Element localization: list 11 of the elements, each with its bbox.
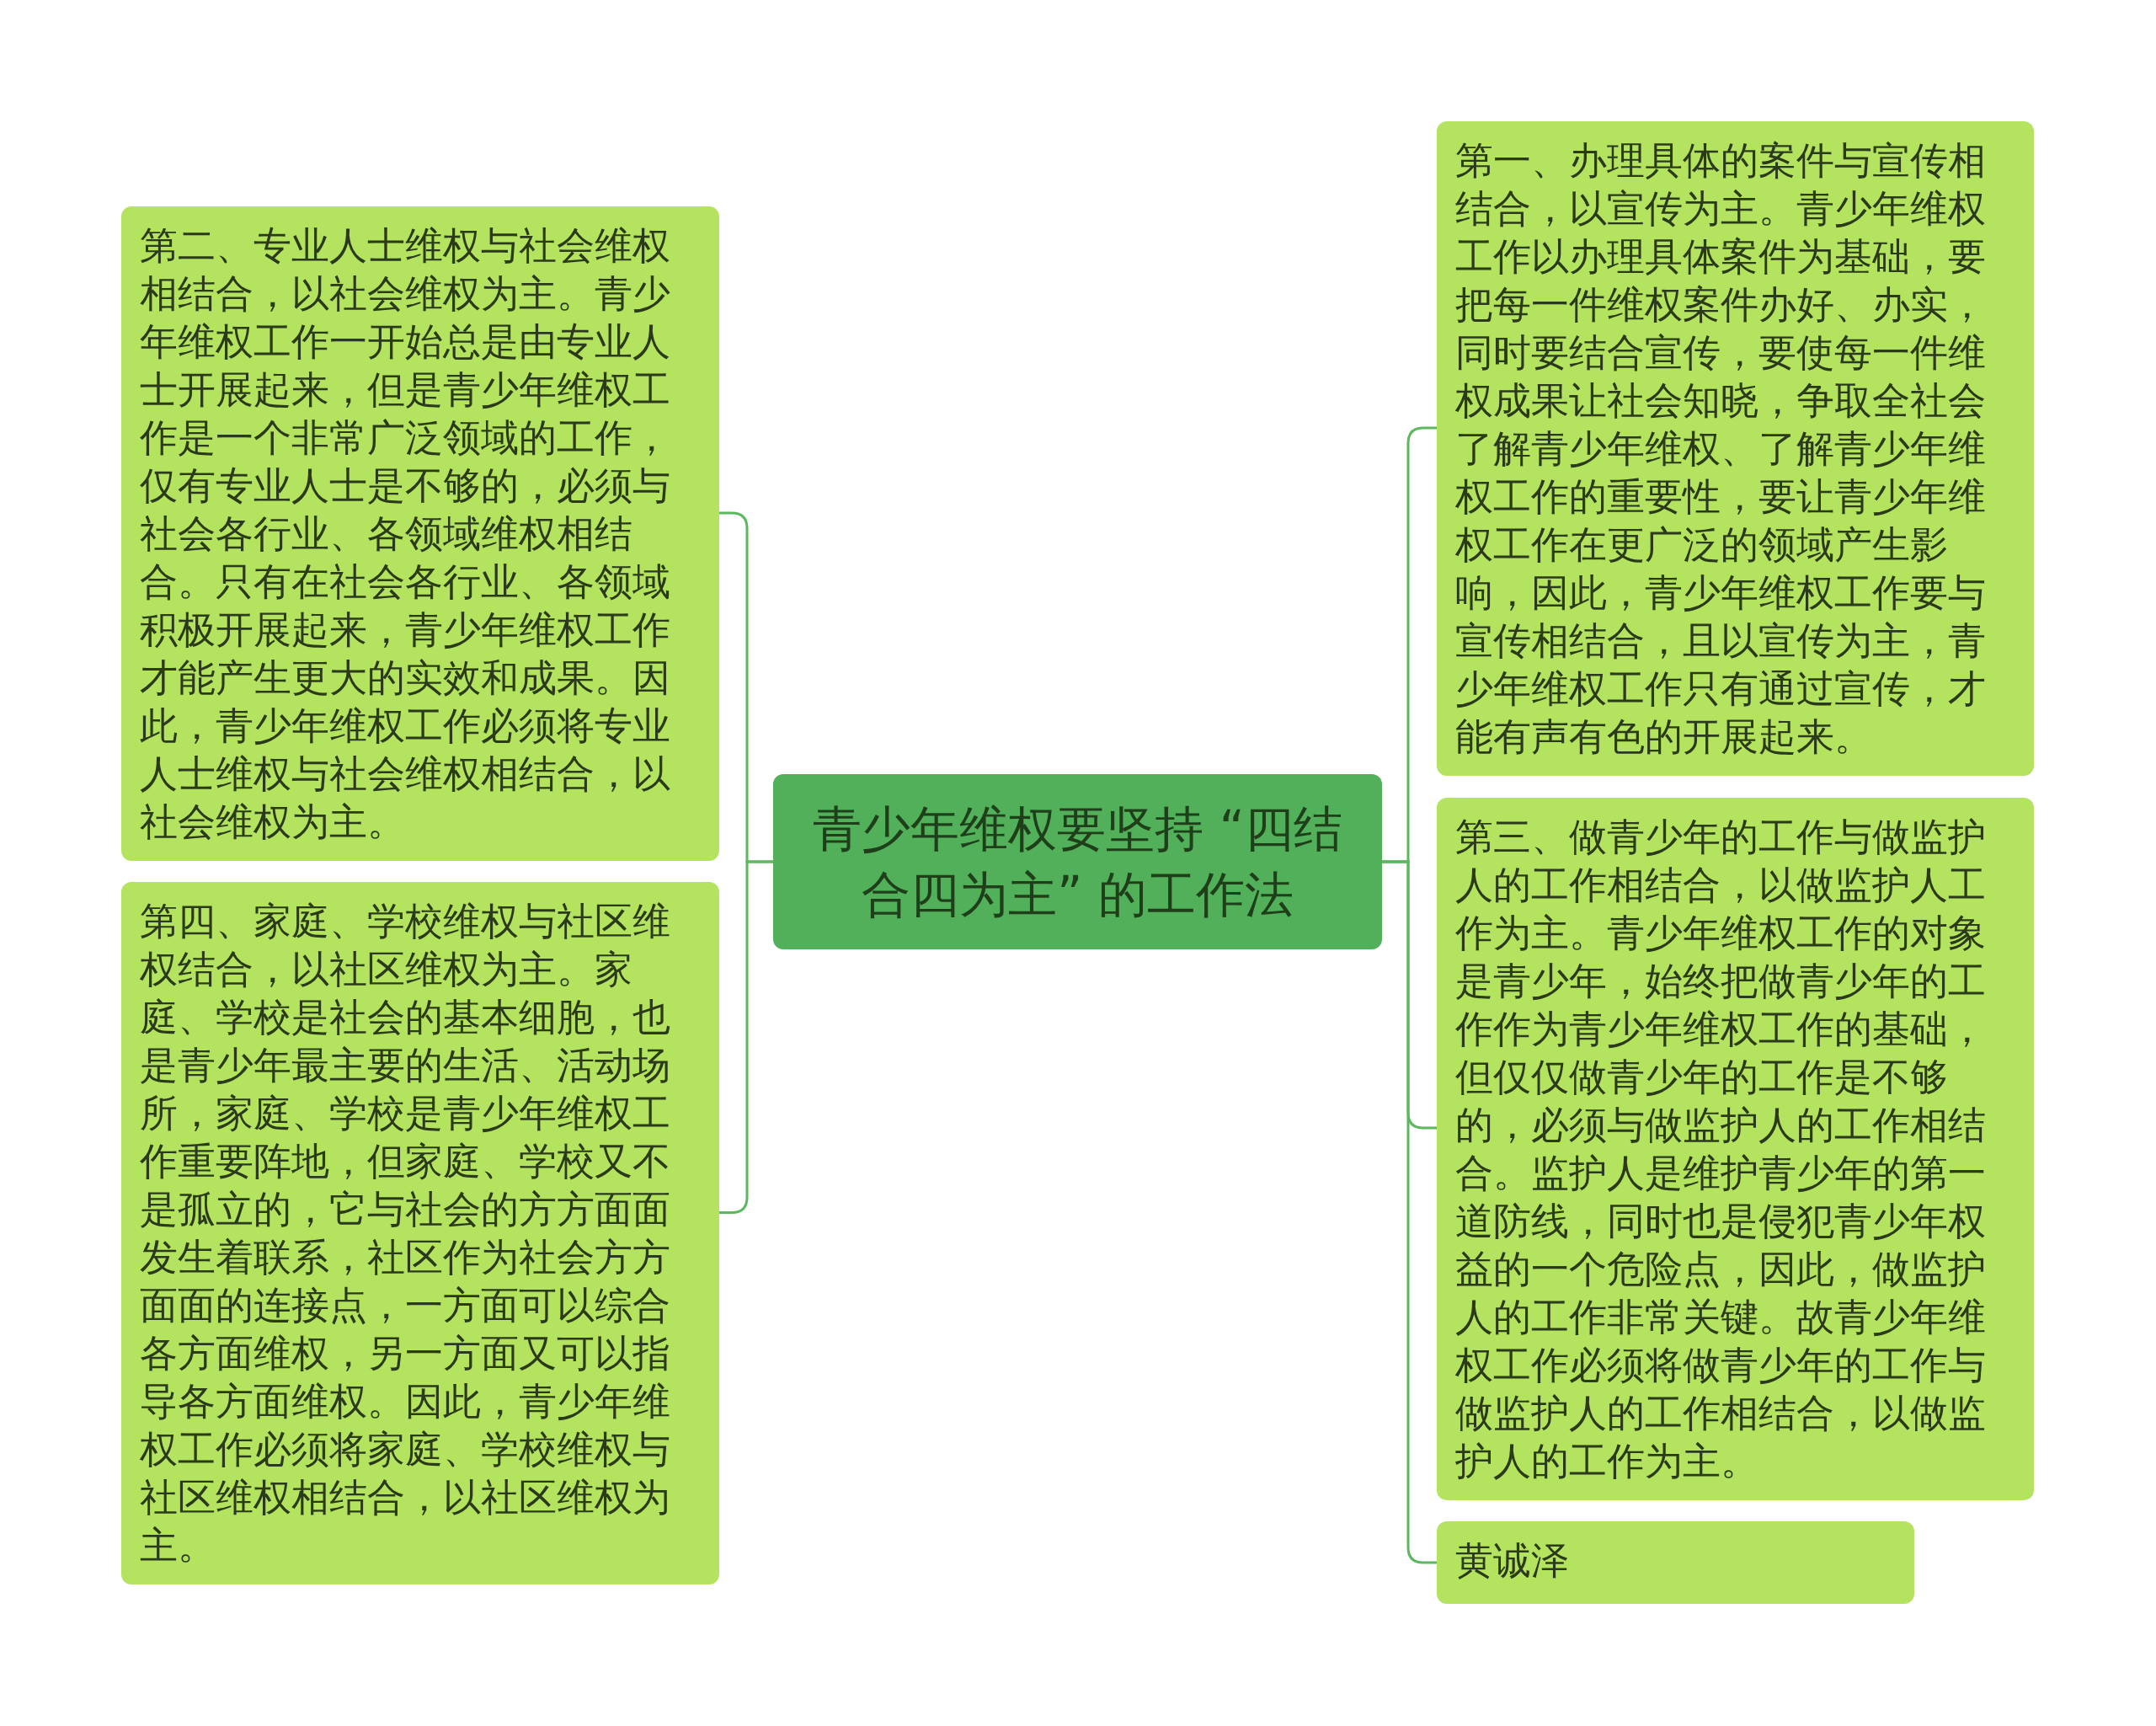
paragraph: 第二、专业人士维权与社会维权相结合，以社会维权为主。青少年维权工作一开始总是由专业人士开展起来，但是青少年维权工作是一个非常广泛领域的工作，仅有专业人士是不够的，必须与社会各行业、各领域维权相结合。只有在社会各行业、各领域积极开展起来，青少年维权工作才能产生更大的实效和成果。因此，青少年维权工作必须将专业人士维权与社会维权相结合，以社会维权为主。 [140,222,671,846]
paragraph: 第一、办理具体的案件与宣传相结合，以宣传为主。青少年维权工作以办理具体案件为基础，要把每一件维权案件办好、办实，同时要结合宣传，要使每一件维权成果让社会知晓，争取全社会了解青少年维权、了解青少年维权工作的重要性，要让青少年维权工作在更广泛的领域产生影响，因此，青少年维权工作要与宣传相结合，且以宣传为主，青少年维权工作只有通过宣传，才能有声有色的开展起来。 [1455,137,1987,761]
text-box [1437,121,2034,776]
text-box [1437,1521,1914,1604]
paragraph: 第三、做青少年的工作与做监护人的工作相结合，以做监护人工作为主。青少年维权工作的对象是青少年，始终把做青少年的工作作为青少年维权工作的基础，但仅仅做青少年的工作是不够的，必须与做监护人的工作相结合。监护人是维护青少年的第一道防线，同时也是侵犯青少年权益的一个危险点，因此，做监护人的工作非常关键。故青少年维权工作必须将做青少年的工作与做监护人的工作相结合，以做监护人的工作为主。 [1455,814,1987,1485]
paragraph: 第四、家庭、学校维权与社区维权结合，以社区维权为主。家庭、学校是社会的基本细胞，也是青少年最主要的生活、活动场所，家庭、学校是青少年维权工作重要阵地，但家庭、学校又不是孤立的，它与社会的方方面面发生着联系，社区作为社会方方面面的连接点，一方面可以综合各方面维权，另一方面又可以指导各方面维权。因此，青少年维权工作必须将家庭、学校维权与社区维权相结合，以社区维权为主。 [140,898,671,1569]
text-box [121,882,719,1584]
topic-text: 青少年维权要坚持 “四结合四为主” 的工作法 [812,799,1343,925]
text-box [121,206,719,861]
paragraph: 黄诚泽 [1455,1537,1569,1584]
topic-box [773,774,1382,949]
